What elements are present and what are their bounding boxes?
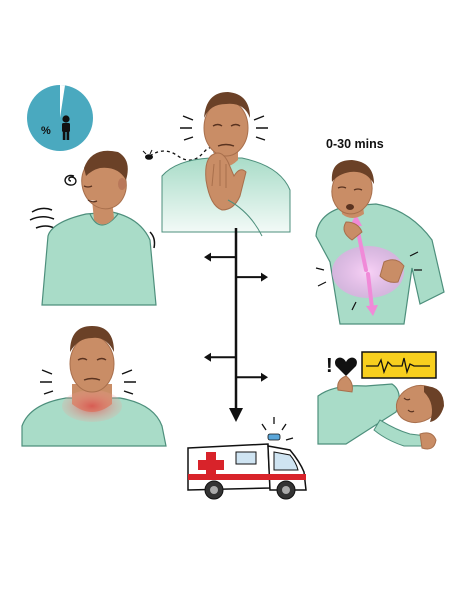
timeline bbox=[204, 228, 268, 422]
neck-rash bbox=[62, 390, 122, 422]
alert-symbol: ! bbox=[326, 355, 333, 377]
ambulance-icon bbox=[187, 417, 307, 500]
dizzy-swirl-icon bbox=[64, 174, 77, 186]
figure-raised-hand bbox=[142, 92, 291, 237]
timeline-branch-arrowhead bbox=[204, 252, 211, 262]
person-icon bbox=[62, 115, 70, 140]
figure-collapsed: ! bbox=[317, 351, 444, 450]
ecg-monitor-icon bbox=[361, 351, 437, 379]
motion-lines bbox=[29, 207, 55, 229]
timeline-arrowhead bbox=[229, 408, 243, 422]
figure-dizzy bbox=[29, 150, 157, 306]
heart-icon bbox=[335, 357, 357, 376]
siren-icon bbox=[261, 417, 294, 441]
fly-icon bbox=[142, 149, 153, 160]
figure-chest-pain bbox=[315, 160, 445, 325]
timeline-branch-arrowhead bbox=[204, 352, 211, 362]
figure-neck-rash bbox=[21, 326, 167, 447]
timeline-branch-arrowhead bbox=[261, 272, 268, 282]
pie-chart-icon: % bbox=[27, 85, 93, 151]
pie-percent-symbol: % bbox=[41, 125, 51, 137]
time-label: 0-30 mins bbox=[326, 137, 384, 151]
timeline-branch-arrowhead bbox=[261, 372, 268, 382]
